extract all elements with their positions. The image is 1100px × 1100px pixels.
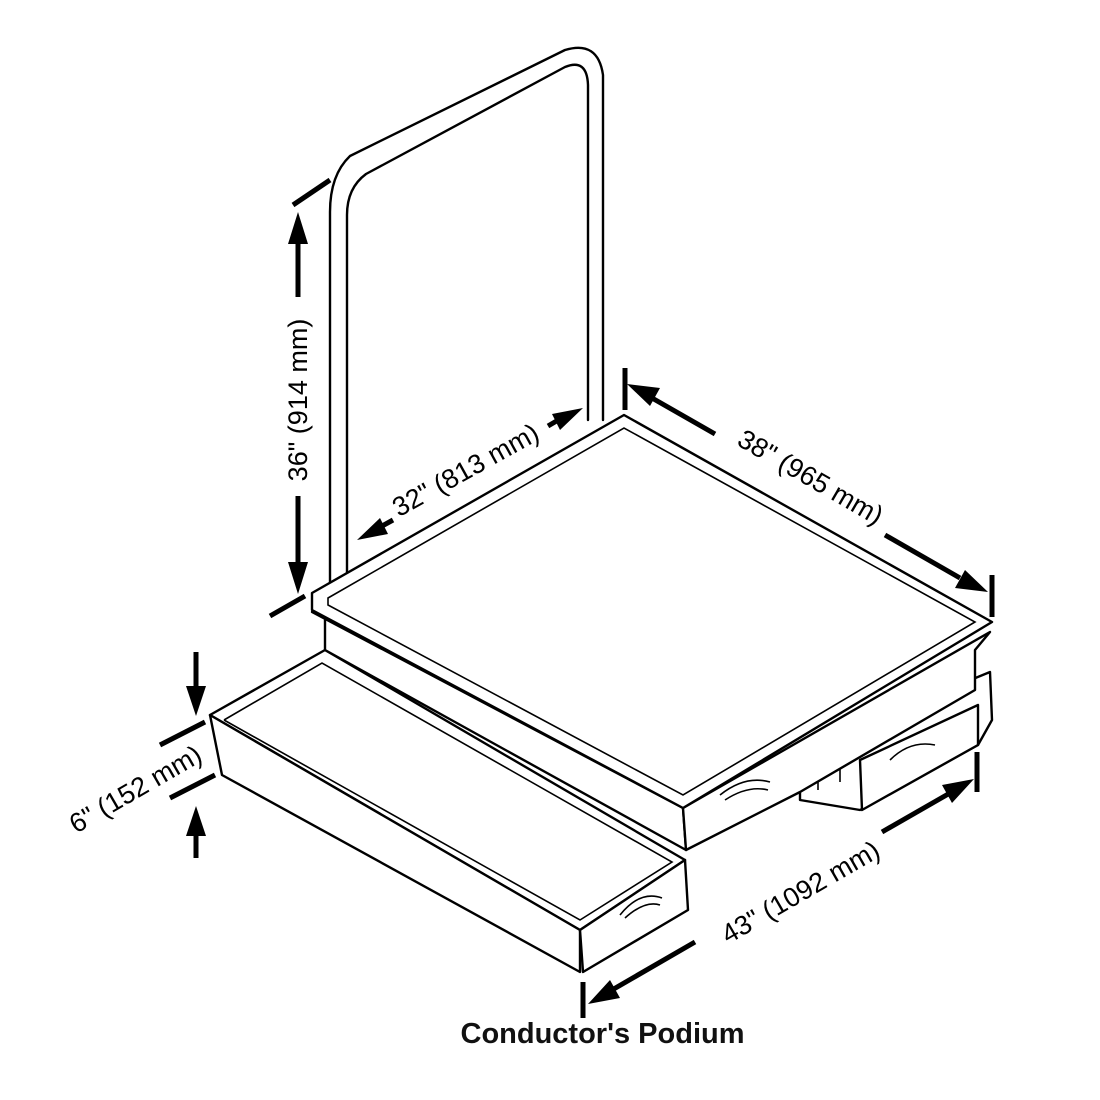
- arrow-down-icon: [186, 686, 206, 716]
- arrow-left-icon: [357, 518, 388, 540]
- arrow-up-icon: [186, 806, 206, 836]
- label-overall-length: 43" (1092 mm): [716, 835, 885, 950]
- figure-caption: Conductor's Podium: [460, 1018, 745, 1050]
- upper-platform: [310, 413, 994, 852]
- arrow-right-icon: [552, 408, 583, 430]
- label-rail-height: 36" (914 mm): [283, 319, 313, 482]
- lower-step: [208, 648, 690, 974]
- arrow-down-icon: [288, 562, 308, 594]
- dimension-rail-height: 36" (914 mm): [268, 177, 332, 619]
- arrow-up-icon: [288, 212, 308, 244]
- hand-rail: [328, 46, 605, 592]
- arrow-left-icon: [627, 384, 660, 406]
- arrow-right-icon: [942, 779, 974, 803]
- arrow-right-icon: [955, 570, 988, 592]
- dimension-step-height: 6" (152 mm): [64, 652, 217, 858]
- arrow-left-icon: [588, 980, 620, 1004]
